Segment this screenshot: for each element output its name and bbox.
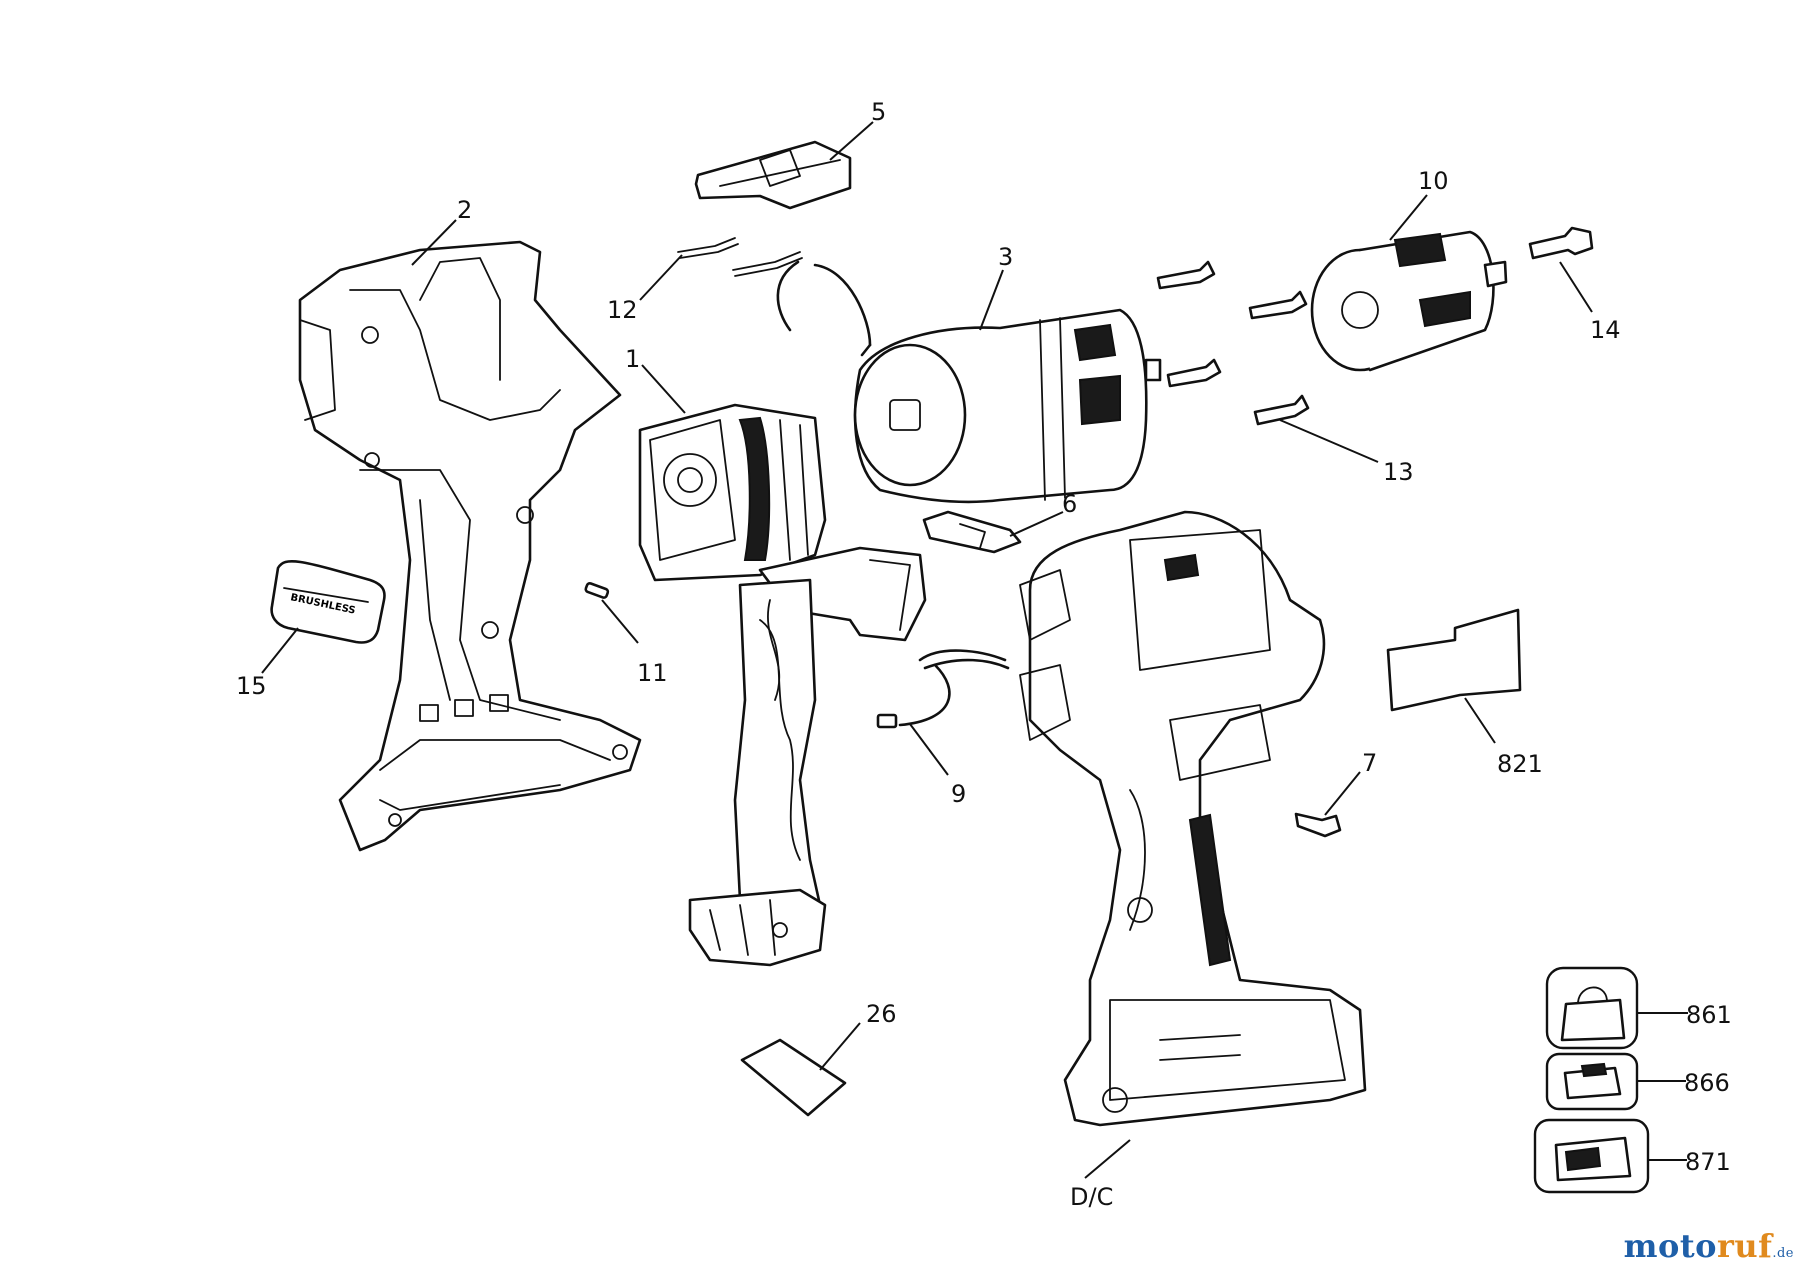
callout-9: 9: [951, 780, 966, 808]
part-12-springs[interactable]: [677, 237, 872, 357]
callout-7: 7: [1362, 749, 1377, 777]
part-5-switch-plate[interactable]: [694, 140, 852, 210]
callout-866: 866: [1684, 1069, 1730, 1097]
accessory-866-battery[interactable]: [1545, 1052, 1639, 1111]
callout-2: 2: [457, 196, 472, 224]
part-6-selector-slide[interactable]: [922, 510, 1022, 554]
callout-10: 10: [1418, 167, 1449, 195]
part-1-motor-assembly[interactable]: [638, 403, 927, 967]
part-14-chuck-screw[interactable]: [1528, 226, 1594, 260]
part-13-screws[interactable]: [1156, 260, 1310, 426]
callout-15: 15: [236, 672, 267, 700]
callout-3: 3: [998, 243, 1013, 271]
part-821-nameplate[interactable]: [1386, 608, 1522, 712]
part-15-brushless-badge[interactable]: BRUSHLESS: [270, 559, 386, 644]
accessory-861-bag[interactable]: [1545, 966, 1639, 1050]
part-dc-housing-right[interactable]: [1019, 510, 1367, 1127]
callout-13: 13: [1383, 458, 1414, 486]
part-7-screw[interactable]: [1294, 812, 1342, 838]
part-9-wire-harness[interactable]: [876, 649, 1010, 729]
leader-lines: [261, 121, 1688, 1179]
callout-26: 26: [866, 1000, 897, 1028]
part-3-gearbox[interactable]: [853, 308, 1162, 504]
part-10-chuck[interactable]: [1310, 230, 1508, 372]
watermark-logo: motoruf.de: [1623, 1227, 1794, 1265]
callout-dc: D/C: [1070, 1183, 1113, 1211]
part-2-housing-left[interactable]: [298, 240, 642, 852]
accessory-871-charger[interactable]: [1533, 1118, 1650, 1194]
callout-1: 1: [625, 345, 640, 373]
callout-12: 12: [607, 296, 638, 324]
callout-14: 14: [1590, 316, 1621, 344]
callout-821: 821: [1497, 750, 1543, 778]
part-26-label[interactable]: [740, 1038, 847, 1117]
callout-5: 5: [871, 98, 886, 126]
callout-6: 6: [1062, 490, 1077, 518]
part-11-pin[interactable]: [584, 582, 610, 599]
callout-861: 861: [1686, 1001, 1732, 1029]
callout-11: 11: [637, 659, 668, 687]
callout-labels: 5 2 12 1 3 10 14 13 6 11 15 9 7 821 26 D…: [236, 98, 1732, 1211]
callout-871: 871: [1685, 1148, 1731, 1176]
